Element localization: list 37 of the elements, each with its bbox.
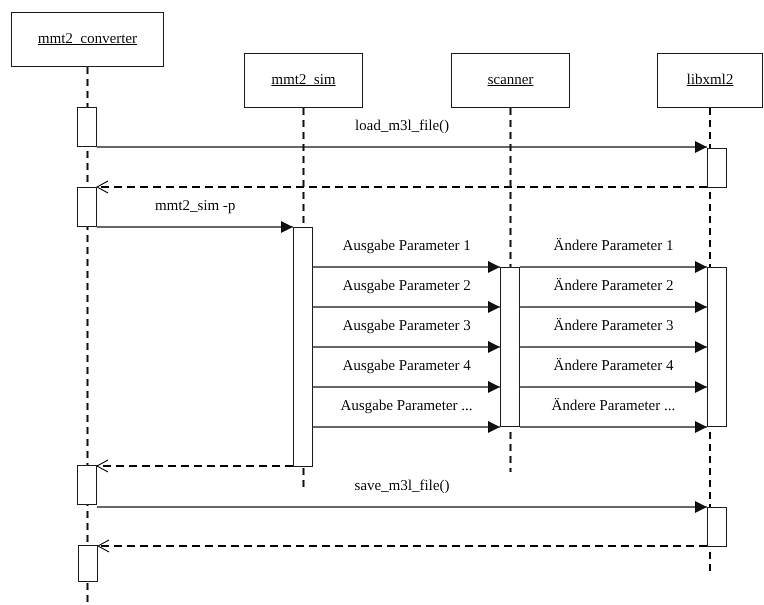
message-arrow <box>313 421 500 433</box>
activation-bar <box>707 267 727 427</box>
message-arrow <box>313 261 500 273</box>
message-arrow <box>313 301 500 313</box>
edge-label: load_m3l_file() <box>354 118 450 135</box>
message-arrow <box>520 301 707 313</box>
message-arrow <box>520 421 707 433</box>
edge-label: Ausgabe Parameter 2 <box>342 278 472 295</box>
object-box: mmt2_converter <box>11 12 164 67</box>
message-arrow <box>97 141 707 153</box>
message-arrow <box>313 341 500 353</box>
activation-bar <box>500 267 520 427</box>
message-arrow <box>520 261 707 273</box>
message-arrow <box>520 381 707 393</box>
message-arrow <box>97 221 293 233</box>
activation-bar <box>293 227 313 467</box>
activation-bar <box>78 545 98 582</box>
edge-label: Ausgabe Parameter 4 <box>342 358 472 375</box>
activation-bar <box>77 465 97 505</box>
activation-bar <box>707 148 727 188</box>
edge-label: save_m3l_file() <box>354 478 450 495</box>
edge-label: Ausgabe Parameter 3 <box>342 318 472 335</box>
message-arrow <box>97 501 707 513</box>
object-box: scanner <box>451 53 570 108</box>
object-box: mmt2_sim <box>244 53 363 108</box>
return-arrow <box>96 180 707 194</box>
activation-bar <box>707 507 727 547</box>
edge-label: mmt2_sim -p <box>154 198 236 215</box>
message-arrow <box>313 381 500 393</box>
message-arrow <box>520 341 707 353</box>
activation-bar <box>77 107 97 147</box>
object-box: libxml2 <box>657 53 763 108</box>
edge-label: Ausgabe Parameter 1 <box>342 238 472 255</box>
return-arrow <box>96 460 293 472</box>
return-arrow <box>98 540 707 552</box>
edge-label: Ausgabe Parameter ... <box>340 398 474 415</box>
activation-bar <box>77 187 97 227</box>
